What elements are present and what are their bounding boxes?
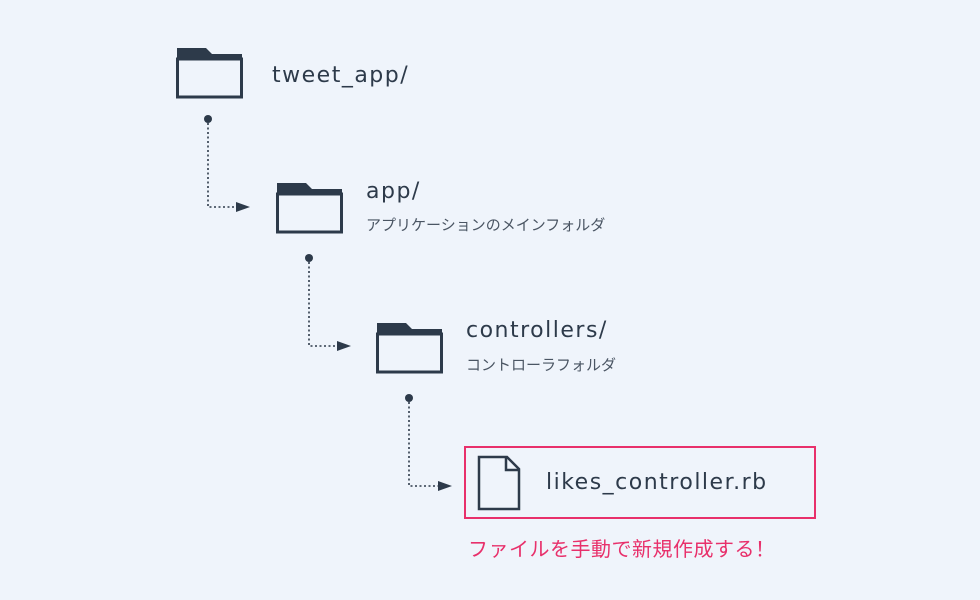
folder-name: tweet_app/ xyxy=(272,63,410,88)
folder-icon xyxy=(176,48,243,99)
new-file-highlight xyxy=(464,446,816,519)
folder-description: アプリケーションのメインフォルダ xyxy=(366,216,606,234)
file-name: likes_controller.rb xyxy=(546,470,768,495)
connector-controllers-to-file xyxy=(405,394,452,491)
connector-root-to-app xyxy=(204,115,250,212)
folder-name: app/ xyxy=(366,179,421,204)
instruction-note: ファイルを手動で新規作成する！ xyxy=(468,537,776,561)
connector-app-to-controllers xyxy=(305,254,351,351)
folder-icon xyxy=(276,183,343,234)
file-icon xyxy=(477,455,521,511)
folder-description: コントローラフォルダ xyxy=(466,356,617,374)
folder-name: controllers/ xyxy=(466,318,608,343)
folder-icon xyxy=(376,323,443,374)
